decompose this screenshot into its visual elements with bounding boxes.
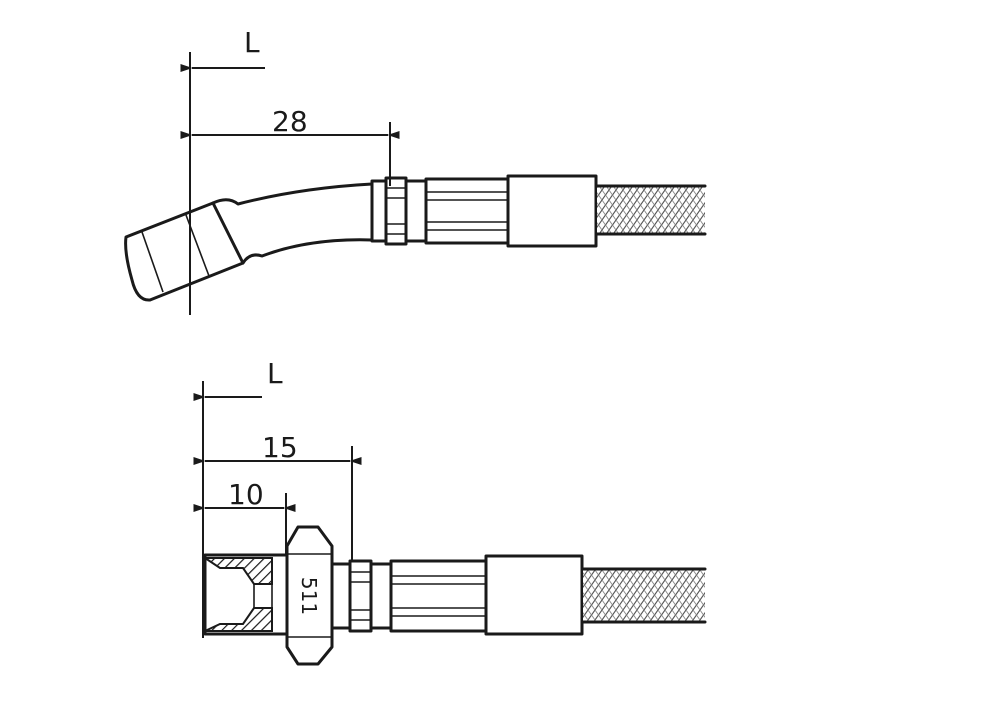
female-nut-fitting: L 15 10 511: [193, 357, 707, 666]
hose-socket: [506, 174, 598, 248]
braided-hose: [583, 569, 705, 622]
dimension-value-10: 10: [228, 478, 264, 511]
dimension-l-label: L: [244, 26, 260, 59]
crimp-ferrule: [389, 559, 488, 633]
braided-hose: [597, 186, 705, 234]
nut-marking: 511: [297, 577, 321, 615]
hex-nut: 511: [285, 525, 334, 666]
dimension-value-28: 28: [272, 105, 308, 138]
hose-socket: [484, 554, 584, 636]
dimension-l-label: L: [267, 357, 283, 390]
angled-banjo-fitting: L 28: [124, 26, 707, 315]
banjo-tip: [124, 201, 245, 302]
flare-seat-section: [201, 553, 289, 636]
dimension-value-15: 15: [262, 431, 298, 464]
crimp-ferrule: [424, 177, 510, 245]
